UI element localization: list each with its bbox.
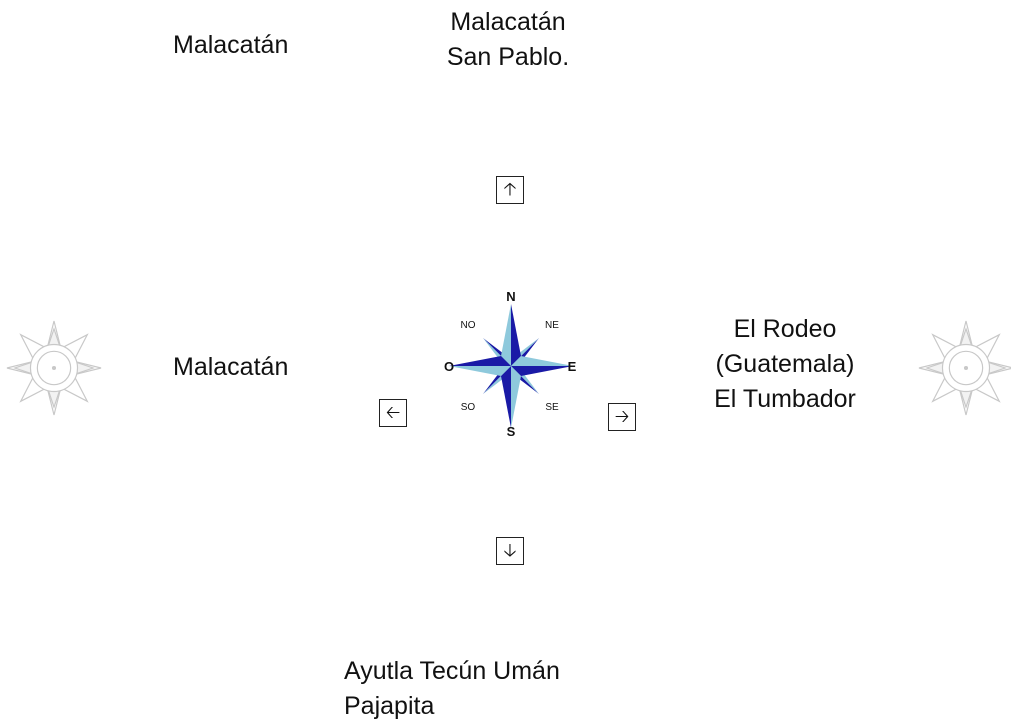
arrow-up-icon: 🡡 xyxy=(503,179,517,200)
place-northwest: Malacatán xyxy=(173,28,288,63)
place-south: Ayutla Tecún Umán Pajapita xyxy=(344,654,560,724)
arrow-right-icon: 🡢 xyxy=(614,406,630,427)
north-label: N xyxy=(506,289,515,304)
arrow-down-icon: 🡣 xyxy=(503,540,517,561)
east-label: E xyxy=(568,359,577,374)
northwest-label: NO xyxy=(461,320,476,331)
north-arrow-button[interactable]: 🡡 xyxy=(496,176,524,204)
place-name: El Tumbador xyxy=(714,385,856,413)
place-west: Malacatán xyxy=(173,350,288,385)
southwest-label: SO xyxy=(461,402,476,413)
south-label: S xyxy=(507,424,516,439)
arrow-left-icon: 🡠 xyxy=(385,402,401,423)
place-name: Malacatán xyxy=(173,353,289,381)
east-arrow-button[interactable]: 🡢 xyxy=(608,403,636,431)
compass-rose-decoration-icon xyxy=(6,320,102,416)
place-name: Pajapita xyxy=(344,692,435,720)
southeast-label: SE xyxy=(545,402,559,413)
south-arrow-button[interactable]: 🡣 xyxy=(496,537,524,565)
compass-rose: N S E O NE NO SE SO xyxy=(444,289,577,439)
place-east: El Rodeo (Guatemala) El Tumbador xyxy=(690,312,880,417)
compass-rose-decoration-icon xyxy=(918,320,1011,416)
place-name: San Pablo. xyxy=(446,43,570,71)
place-name: El Rodeo xyxy=(733,315,837,343)
west-label: O xyxy=(444,359,454,374)
place-name: Malacatán xyxy=(450,8,566,36)
place-name: Malacatán xyxy=(173,31,289,59)
place-name: (Guatemala) xyxy=(715,350,855,378)
west-arrow-button[interactable]: 🡠 xyxy=(379,399,407,427)
northeast-label: NE xyxy=(545,320,559,331)
place-name: Ayutla Tecún Umán xyxy=(344,657,560,685)
place-north: Malacatán San Pablo. xyxy=(408,5,608,75)
